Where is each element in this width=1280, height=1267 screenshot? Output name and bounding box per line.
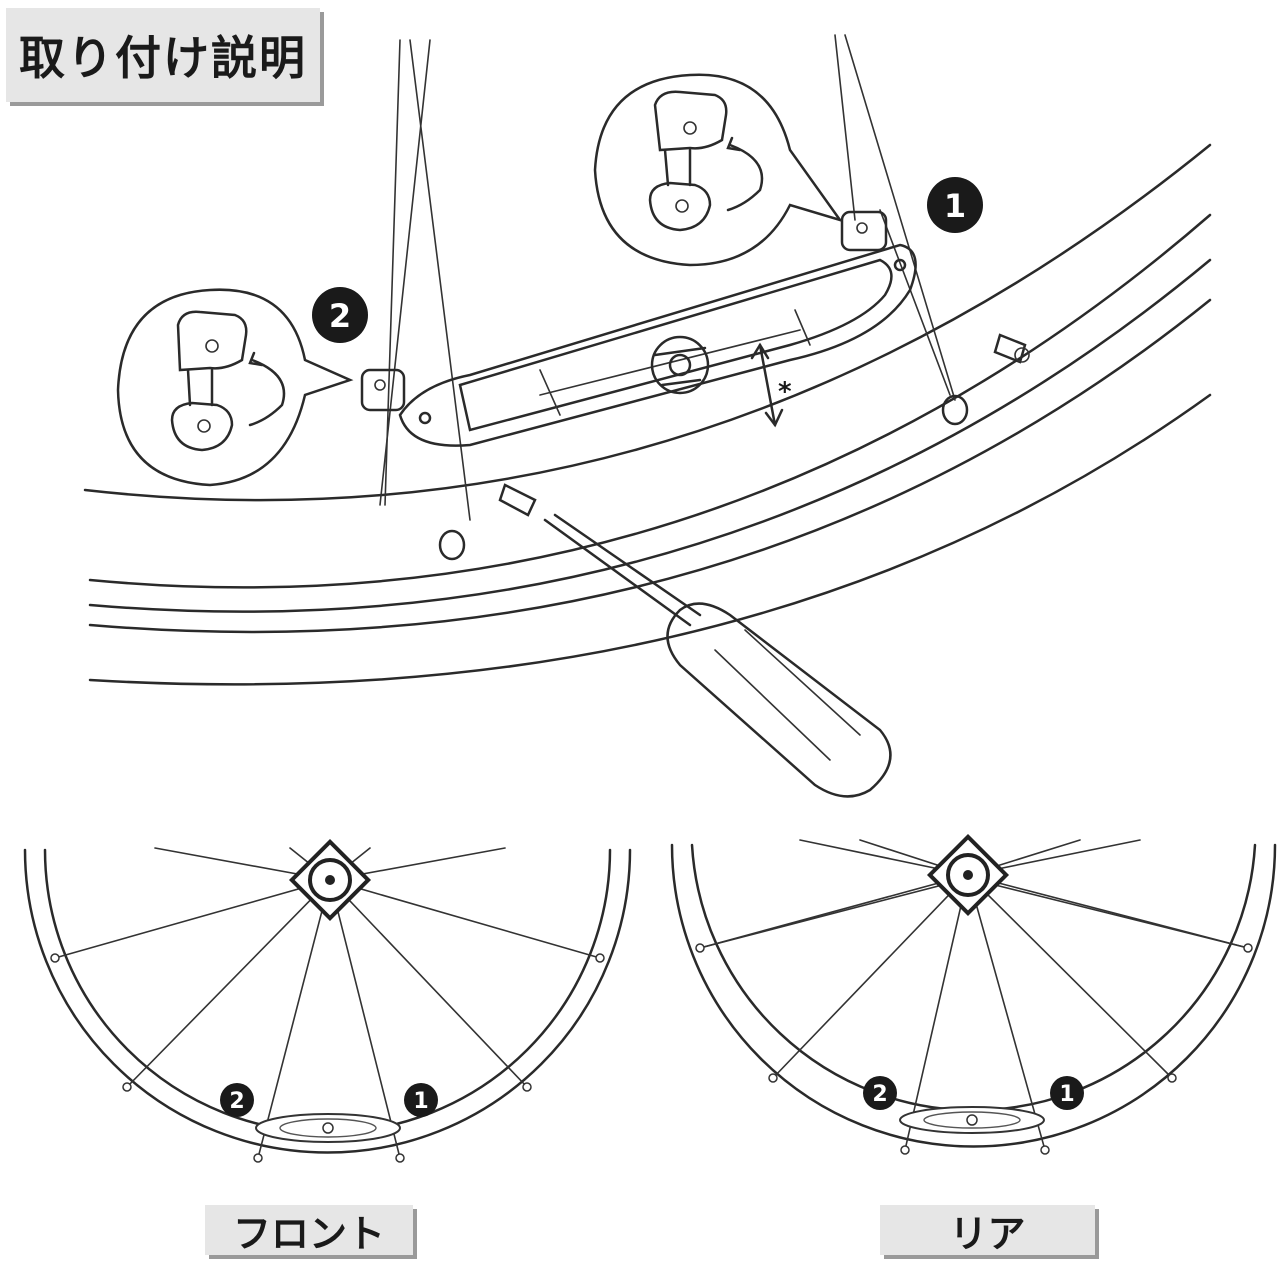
- front-wheel: [23, 838, 632, 1163]
- svg-text:1: 1: [413, 1089, 428, 1114]
- svg-text:2: 2: [329, 297, 351, 335]
- callout-step1: [593, 73, 844, 267]
- rear-step1-badge: 1: [1050, 1076, 1084, 1110]
- reflector: [398, 243, 917, 447]
- rear-wheel-label: リア: [880, 1205, 1095, 1256]
- page-title: 取り付け説明: [6, 8, 320, 102]
- rear-step2-badge: 2: [863, 1076, 897, 1110]
- step1-badge: 1: [927, 177, 983, 233]
- front-step2-badge: 2: [220, 1083, 254, 1117]
- svg-text:1: 1: [1059, 1082, 1074, 1107]
- front-wheel-label: フロント: [205, 1205, 413, 1256]
- rim-arcs: [83, 143, 1212, 686]
- spoke-nipples: [438, 394, 969, 561]
- rear-wheel: [670, 833, 1277, 1155]
- svg-text:2: 2: [872, 1082, 887, 1107]
- adjust-arrow: [750, 342, 784, 428]
- callout-step2: [116, 288, 354, 487]
- svg-text:2: 2: [229, 1089, 244, 1114]
- spoke-clamps: [360, 210, 888, 412]
- step2-badge: 2: [312, 287, 368, 343]
- front-step1-badge: 1: [404, 1083, 438, 1117]
- screws: [498, 333, 1030, 517]
- spokes: [379, 34, 956, 521]
- adjust-mark: *: [778, 377, 792, 407]
- screwdriver: [543, 513, 892, 798]
- svg-text:1: 1: [944, 187, 966, 225]
